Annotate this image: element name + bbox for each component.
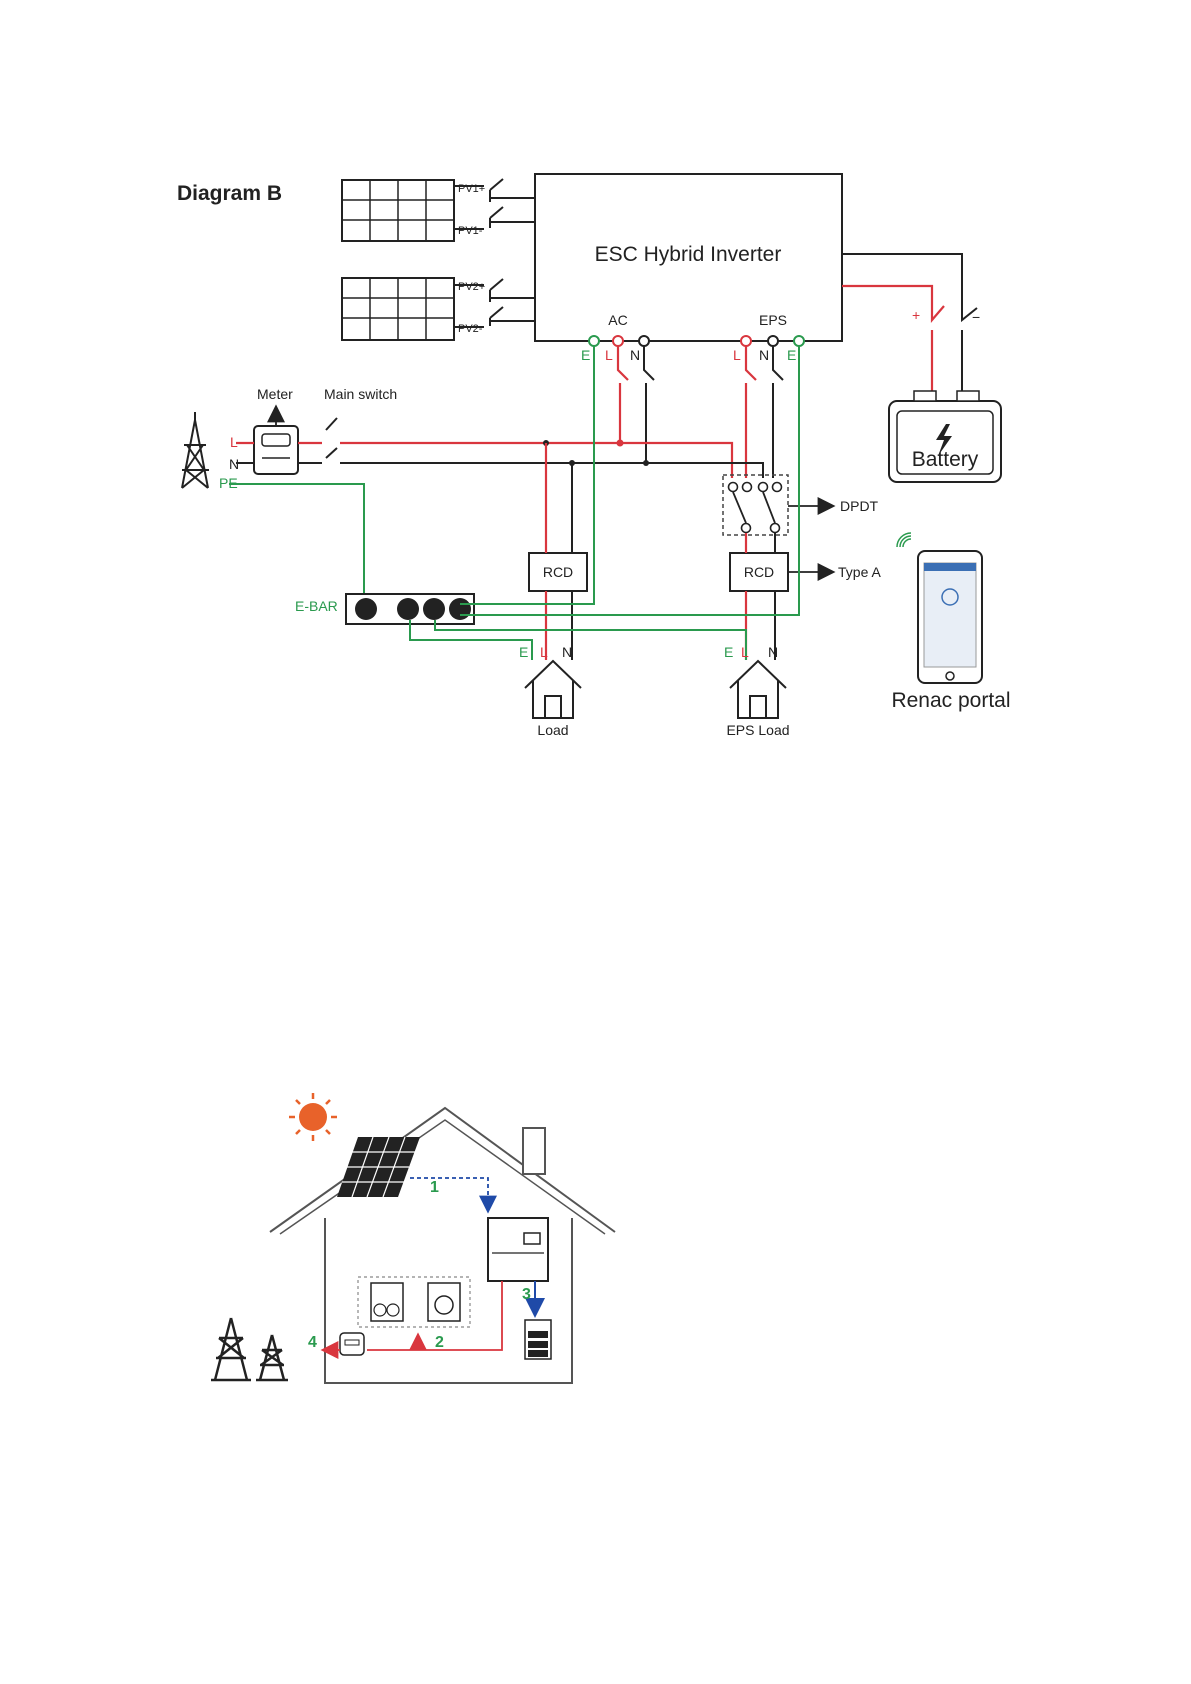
portal-label: Renac portal [891,689,1010,712]
load-n-label: N [562,644,572,660]
dpdt-label: DPDT [840,498,879,514]
pv-panel-1 [342,180,454,241]
eps-load-l-label: L [741,644,749,660]
flow-step-2: 2 [435,1334,444,1351]
grid-tower-icon [182,412,209,488]
main-switch-label: Main switch [324,386,397,402]
eps-terminals [741,336,804,346]
flow-step-3: 3 [522,1286,531,1303]
load-l-label: L [540,644,548,660]
flow-meter-icon [340,1333,364,1355]
battery-label: Battery [912,448,979,471]
eps-label: EPS [759,312,787,328]
load-label: Load [537,722,568,738]
eps-load-n-label: N [768,644,778,660]
flow-step-4: 4 [308,1334,317,1351]
ac-label: AC [608,312,627,328]
dpdt-switch [723,475,788,535]
wifi-icon [897,533,911,547]
inverter-label: ESC Hybrid Inverter [595,243,782,266]
eps-e-label: E [787,347,796,363]
flow-step-1: 1 [430,1179,439,1196]
ebar-label: E-BAR [295,598,338,614]
battery-plus-label: + [912,307,920,323]
eps-l-label: L [733,347,741,363]
meter-label: Meter [257,386,293,402]
rcd-eps-label: RCD [744,564,774,580]
meter-icon [254,426,298,474]
sun-icon [289,1093,337,1141]
diagram-title: Diagram B [177,182,282,205]
load-house-icon [525,661,581,718]
pv1-minus-label: PV1- [458,225,483,237]
eps-load-e-label: E [724,644,733,660]
type-a-label: Type A [838,564,881,580]
appliances-icon [358,1277,470,1327]
ac-l-label: L [605,347,613,363]
load-e-label: E [519,644,528,660]
eps-load-house-icon [730,661,786,718]
eps-n-label: N [759,347,769,363]
pv1-plus-label: PV1+ [458,183,485,195]
ac-e-label: E [581,347,590,363]
pv2-minus-label: PV2- [458,323,483,335]
eps-load-label: EPS Load [726,722,789,738]
battery-minus-label: − [972,309,980,325]
pv2-plus-label: PV2+ [458,281,485,293]
flow-grid-towers-icon [211,1318,288,1380]
battery-pack-icon [525,1320,551,1359]
ebar-block [346,594,474,624]
ac-terminals [589,336,649,346]
rcd-load-label: RCD [543,564,573,580]
inverter-icon [488,1218,548,1281]
smartphone-icon [918,551,982,683]
solar-panel-icon [337,1137,420,1197]
pv-panel-2 [342,278,454,340]
ac-n-label: N [630,347,640,363]
